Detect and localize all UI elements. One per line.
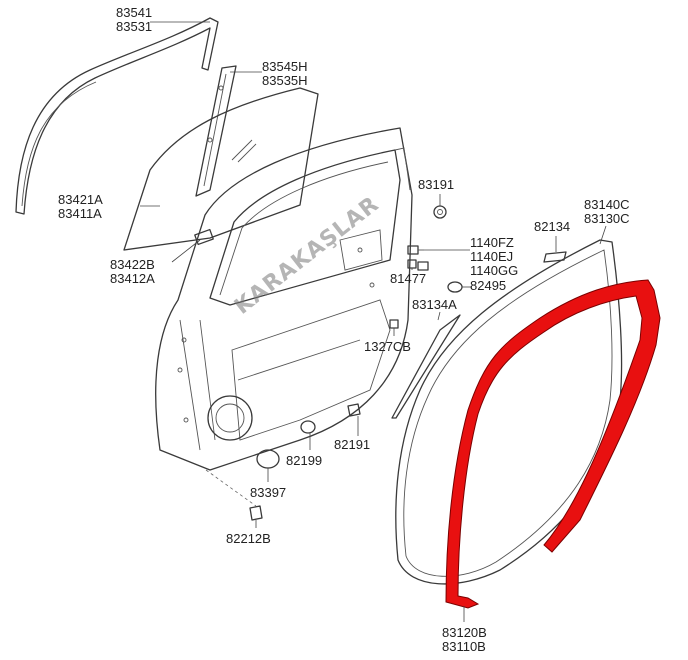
door-panel-part [155,127,413,471]
plug-82199-part [300,420,316,434]
clip-82191-part [347,403,361,417]
door-glass-part [123,87,319,251]
glass-channel-rear-part [195,65,237,197]
weatherstrip-door-part [445,279,661,609]
plug-82495-part [447,281,463,293]
label-plug-82495: 82495 [470,278,507,293]
label-plug-82199: 82199 [286,453,323,468]
bolt-1327-part [389,319,399,329]
leader-lines [140,21,607,622]
glass-run-channel-part [15,17,219,215]
label-clip-82191: 82191 [334,437,371,452]
bolt-82212-part [249,505,263,521]
label-grommet-83191: 83191 [418,177,455,192]
bolts-1140-part [407,245,429,271]
plug-83397-part [256,449,280,469]
weatherstrip-body-part [395,239,623,585]
label-plug-83397: 83397 [250,485,287,500]
label-bolt-1327: 1327CB [364,339,411,354]
label-part-81477: 81477 [390,271,427,286]
label-bolt-82212: 82212B [226,531,271,546]
plug-82134-part [543,251,567,263]
label-plug-82134: 82134 [534,219,571,234]
seal-83134-part [391,314,461,419]
label-seal-83134: 83134A [412,297,457,312]
grommet-83191-part [433,205,447,219]
